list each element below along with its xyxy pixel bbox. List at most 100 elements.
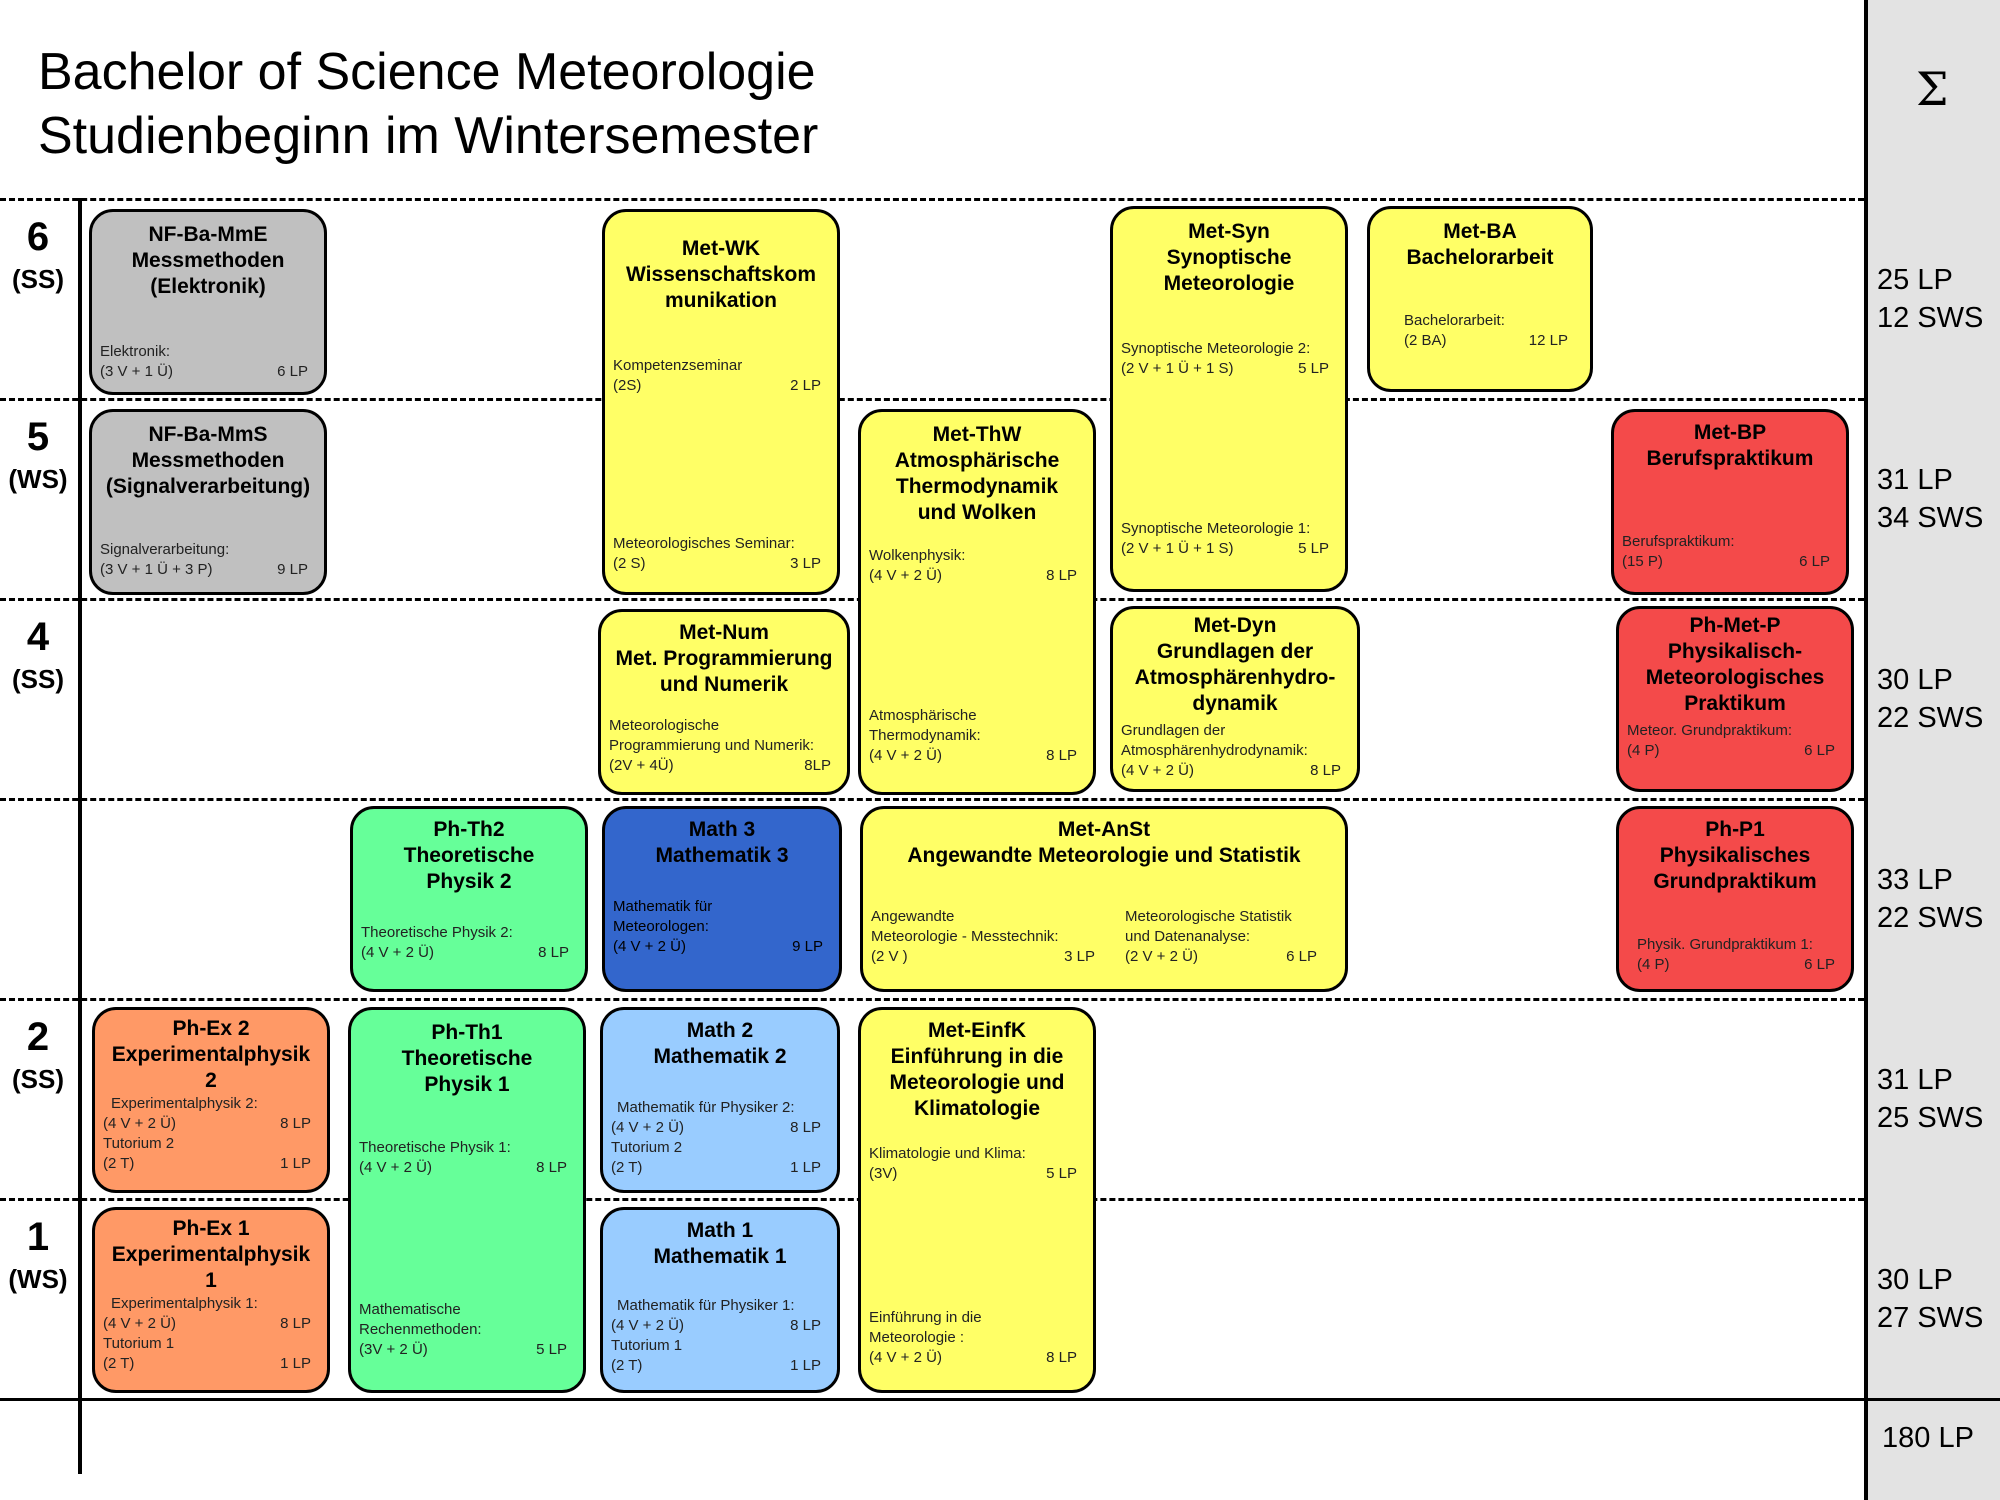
semester-lp: 31 LP	[1877, 464, 1953, 496]
module-nf-ba-mme: NF-Ba-MmE Messmethoden (Elektronik) Elek…	[89, 209, 327, 395]
semester-axis	[78, 198, 82, 1474]
course-entry: Atmosphärische Thermodynamik: (4 V + 2 Ü…	[869, 707, 1077, 764]
module-code: Math 3	[688, 818, 756, 841]
module-code: NF-Ba-MmE	[148, 223, 268, 246]
semester-term: (SS)	[12, 264, 64, 294]
module-code: Met-AnSt	[1057, 818, 1151, 841]
module-ph-p1: Ph-P1 Physikalisches Grundpraktikum Phys…	[1616, 806, 1854, 992]
module-code: Ph-Met-P	[1689, 614, 1781, 637]
course-entry: Theoretische Physik 2: (4 V + 2 Ü)8 LP	[361, 924, 569, 961]
module-title: Berufspraktikum	[1646, 447, 1814, 470]
title-line-1: Bachelor of Science Meteorologie	[38, 43, 816, 101]
module-title: Wissenschaftskom	[625, 263, 817, 286]
module-title: Theoretische	[403, 844, 535, 867]
module-heading: Math 1 Mathematik 1	[605, 1218, 835, 1270]
module-title: und Numerik	[659, 673, 789, 696]
semester-sws: 22 SWS	[1877, 902, 1984, 934]
semester-lp: 30 LP	[1877, 1264, 1953, 1296]
module-title: Meteorologisches	[1645, 666, 1825, 689]
module-title: Messmethoden	[131, 249, 285, 272]
semester-term: (WS)	[8, 464, 68, 494]
course-entry: Elektronik: (3 V + 1 Ü)6 LP	[100, 343, 308, 380]
module-heading: Ph-Met-P Physikalisch- Meteorologisches …	[1621, 613, 1849, 717]
course-entry: Signalverarbeitung: (3 V + 1 Ü + 3 P)9 L…	[100, 541, 308, 578]
total-lp: 180 LP	[1882, 1422, 1974, 1454]
course-entry: Klimatologie und Klima: (3V)5 LP	[869, 1145, 1077, 1182]
module-title: Praktikum	[1684, 692, 1786, 715]
module-code: Met-WK	[681, 237, 761, 260]
course-entry: Einführung in die Meteorologie : (4 V + …	[869, 1309, 1077, 1366]
module-title: Mathematik 2	[653, 1045, 787, 1068]
module-code: Met-BP	[1693, 421, 1767, 444]
module-heading: Ph-Th2 Theoretische Physik 2	[355, 817, 583, 895]
module-code: Ph-P1	[1705, 818, 1765, 841]
module-heading: Ph-Ex 2 Experimentalphysik 2	[97, 1016, 325, 1094]
module-title: Theoretische	[401, 1047, 533, 1070]
semester-sws: 12 SWS	[1877, 302, 1984, 334]
module-heading: NF-Ba-MmE Messmethoden (Elektronik)	[94, 222, 322, 300]
course-entry: Experimentalphysik 1: (4 V + 2 Ü)8 LP Tu…	[103, 1295, 311, 1372]
module-code: Met-Dyn	[1193, 614, 1277, 637]
module-met-bp: Met-BP Berufspraktikum Berufspraktikum: …	[1611, 409, 1849, 595]
module-code: Ph-Th1	[431, 1021, 503, 1044]
module-title: dynamik	[1192, 692, 1278, 715]
course-entry: Grundlagen der Atmosphärenhydrodynamik: …	[1121, 722, 1341, 779]
module-title: Grundpraktikum	[1653, 870, 1817, 893]
module-met-ba: Met-BA Bachelorarbeit Bachelorarbeit: (2…	[1367, 206, 1593, 392]
semester-number: 6	[26, 215, 50, 259]
module-heading: Met-Dyn Grundlagen der Atmosphärenhydro-…	[1115, 613, 1355, 717]
semester-sws: 34 SWS	[1877, 502, 1984, 534]
course-entry: Meteorologische Programmierung und Numer…	[609, 717, 831, 774]
course-entry: Bachelorarbeit: (2 BA)12 LP	[1404, 312, 1568, 349]
module-math-2: Math 2 Mathematik 2 Mathematik für Physi…	[600, 1007, 840, 1193]
module-code: Ph-Ex 2	[172, 1017, 250, 1040]
row-divider	[0, 998, 1864, 1001]
module-title: Physikalisch-	[1667, 640, 1803, 663]
module-heading: Met-BA Bachelorarbeit	[1372, 219, 1588, 271]
module-heading: Met-BP Berufspraktikum	[1616, 420, 1844, 472]
course-entry: Kompetenzseminar (2S)2 LP	[613, 357, 821, 394]
course-entry: Berufspraktikum: (15 P)6 LP	[1622, 533, 1830, 570]
module-title: Mathematik 1	[653, 1245, 787, 1268]
sum-column	[1864, 0, 2000, 1500]
semester-lp: 33 LP	[1877, 864, 1953, 896]
module-title: (Elektronik)	[150, 275, 266, 298]
module-met-wk: Met-WK Wissenschaftskom munikation Kompe…	[602, 209, 840, 595]
module-title: Angewandte Meteorologie und Statistik	[907, 844, 1301, 867]
module-title: Synoptische	[1166, 246, 1292, 269]
module-met-syn: Met-Syn Synoptische Meteorologie Synopti…	[1110, 206, 1348, 592]
semester-sws: 27 SWS	[1877, 1302, 1984, 1334]
module-title: 1	[205, 1269, 217, 1292]
module-title: Messmethoden	[131, 449, 285, 472]
module-nf-ba-mms: NF-Ba-MmS Messmethoden (Signalverarbeitu…	[89, 409, 327, 595]
module-title: Mathematik 3	[655, 844, 789, 867]
module-code: Met-Syn	[1188, 220, 1270, 243]
module-met-num: Met-Num Met. Programmierung und Numerik …	[598, 609, 850, 795]
module-title: Physikalisches	[1659, 844, 1811, 867]
module-code: Ph-Th2	[433, 818, 505, 841]
course-entry: Meteorologische Statistik und Datenanaly…	[1125, 908, 1317, 965]
module-title: und Wolken	[917, 501, 1037, 524]
module-heading: Ph-P1 Physikalisches Grundpraktikum	[1621, 817, 1849, 895]
module-title: (Signalverarbeitung)	[105, 475, 311, 498]
course-entry: Experimentalphysik 2: (4 V + 2 Ü)8 LP Tu…	[103, 1095, 311, 1172]
module-title: Physik 2	[426, 870, 512, 893]
module-heading: NF-Ba-MmS Messmethoden (Signalverarbeitu…	[94, 422, 322, 500]
course-entry: Synoptische Meteorologie 2: (2 V + 1 Ü +…	[1121, 340, 1329, 377]
module-title: Grundlagen der	[1156, 640, 1314, 663]
module-heading: Met-WK Wissenschaftskom munikation	[607, 236, 835, 314]
module-heading: Met-Syn Synoptische Meteorologie	[1115, 219, 1343, 297]
course-entry: Mathematik für Meteorologen: (4 V + 2 Ü)…	[613, 898, 823, 955]
row-divider	[0, 198, 1864, 201]
semester-number: 4	[26, 615, 50, 659]
module-title: Experimentalphysik	[111, 1243, 311, 1266]
course-entry: Mathematik für Physiker 1: (4 V + 2 Ü)8 …	[611, 1297, 821, 1374]
semester-sws: 25 SWS	[1877, 1102, 1984, 1134]
module-title: Einführung in die	[890, 1045, 1064, 1068]
module-title: Physik 1	[424, 1073, 510, 1096]
course-entry: Wolkenphysik: (4 V + 2 Ü)8 LP	[869, 547, 1077, 584]
semester-number: 5	[26, 415, 50, 459]
semester-lp: 31 LP	[1877, 1064, 1953, 1096]
course-entry: Mathematische Rechenmethoden: (3V + 2 Ü)…	[359, 1301, 567, 1358]
module-code: Math 2	[686, 1019, 754, 1042]
